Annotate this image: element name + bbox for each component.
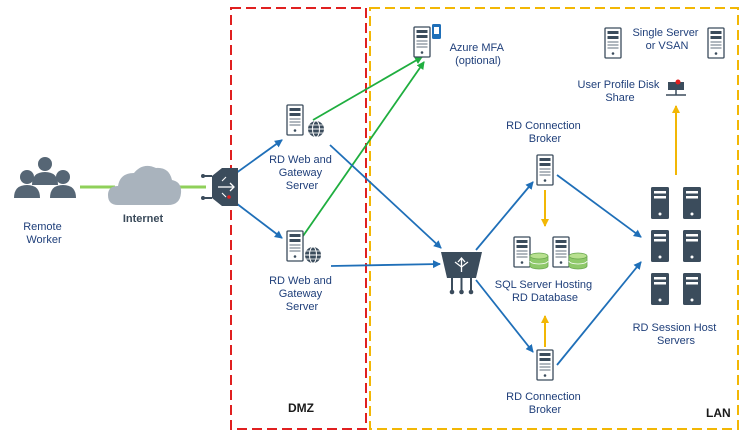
- lan-zone: [369, 7, 739, 430]
- rd-connection-broker-top-label: RD Connection Broker: [506, 120, 584, 145]
- sql-server-icon: [513, 236, 588, 270]
- link-top-gw-to-mfa: [312, 56, 423, 121]
- firewall-icon: [201, 168, 238, 206]
- rd-session-host-label: RD Session Host Servers: [633, 322, 720, 347]
- link-top-gw-to-lb: [329, 144, 442, 249]
- link-lb-to-bottom-broker: [475, 279, 534, 353]
- dmz-zone: [230, 7, 367, 430]
- rd-web-gateway-top-label: RD Web and Gateway Server: [269, 154, 335, 192]
- upd-share-label: User Profile Disk Share: [578, 79, 663, 104]
- rd-session-host-servers-icon: [651, 187, 701, 305]
- rd-connection-broker-top-server-icon: [536, 154, 554, 186]
- remote-worker-label: Remote Worker: [23, 221, 65, 246]
- lan-label: LAN: [706, 406, 731, 420]
- rd-connection-broker-bottom-label: RD Connection Broker: [506, 391, 584, 416]
- rd-connection-broker-bottom-server-icon: [536, 349, 554, 381]
- cloud-icon: [108, 165, 182, 205]
- single-server-label: Single Server or VSAN: [632, 27, 701, 52]
- internet-label: Internet: [123, 213, 164, 225]
- network-share-icon: [666, 79, 686, 96]
- dmz-label: DMZ: [288, 401, 314, 415]
- azure-mfa-server-icon: [413, 24, 441, 58]
- sql-server-label: SQL Server Hosting RD Database: [495, 279, 595, 304]
- rd-web-gateway-top-server-icon: [286, 104, 325, 138]
- link-lb-to-top-broker: [475, 181, 534, 251]
- link-bottom-gw-to-lb: [330, 260, 441, 269]
- link-top-broker-to-hosts: [556, 174, 642, 238]
- link-bottom-broker-to-hosts: [556, 261, 642, 366]
- link-bottom-gw-to-mfa: [302, 61, 425, 237]
- link-fw-to-bottom-gw: [231, 199, 283, 239]
- azure-mfa-label: Azure MFA (optional): [450, 42, 507, 67]
- rd-web-gateway-bottom-label: RD Web and Gateway Server: [269, 275, 335, 313]
- remote-worker-icon: [14, 157, 76, 198]
- network-links: [80, 56, 680, 366]
- link-fw-to-top-gw: [231, 139, 283, 177]
- load-balancer-icon: [441, 252, 482, 295]
